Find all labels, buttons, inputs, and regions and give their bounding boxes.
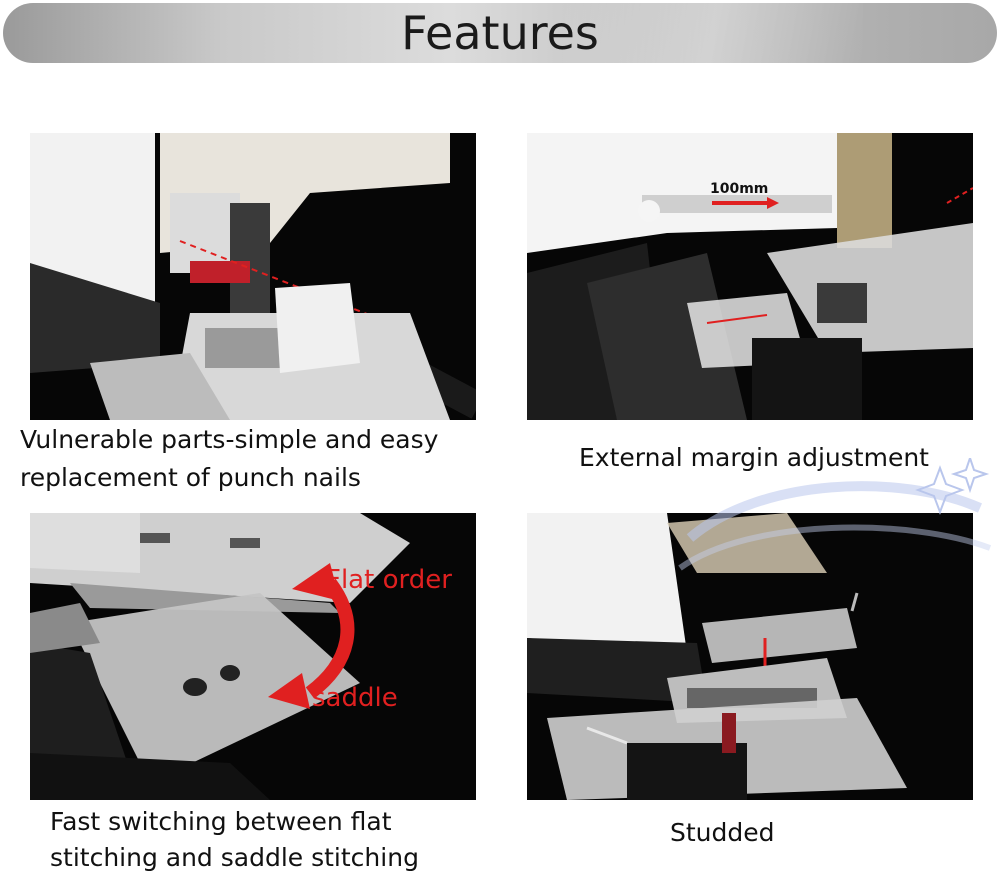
caption-margin-adjustment: External margin adjustment [579, 443, 929, 472]
label-flat-order: Flat order [326, 565, 452, 595]
banner-title: Features [401, 6, 599, 60]
banner-shine [563, 3, 863, 63]
sparkle-small-icon [950, 458, 990, 494]
panel-studded-image [527, 513, 973, 800]
margin-annotation: 100mm [710, 181, 768, 197]
flat-saddle-illustration [30, 513, 476, 800]
caption-studded: Studded [670, 818, 775, 847]
panel-punch-nails-image [30, 133, 476, 420]
features-banner: Features [3, 3, 997, 63]
panel-flat-saddle-image [30, 513, 476, 800]
punch-nails-illustration [30, 133, 476, 420]
panel-margin-adjustment-image: 100mm [527, 133, 973, 420]
studded-illustration [527, 513, 973, 800]
caption-punch-nails-line1: Vulnerable parts-simple and easy [20, 425, 439, 454]
margin-adjustment-illustration: 100mm [527, 133, 973, 420]
label-saddle: saddle [312, 683, 398, 713]
caption-punch-nails-line2: replacement of punch nails [20, 463, 361, 492]
caption-flat-saddle-line1: Fast switching between flat [50, 807, 392, 836]
caption-flat-saddle-line2: stitching and saddle stitching [50, 843, 419, 872]
